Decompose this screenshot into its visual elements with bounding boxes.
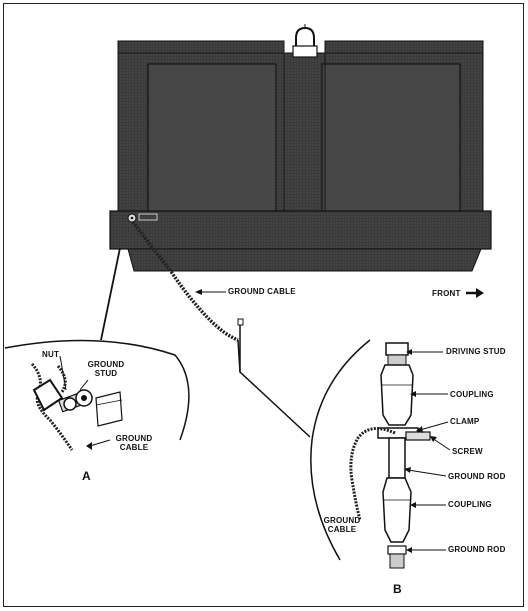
label-ground-cable-main: GROUND CABLE — [228, 287, 296, 296]
label-coupling-upper: COUPLING — [450, 390, 494, 399]
label-ground-stud: GROUND STUD — [87, 360, 125, 378]
lifting-eye — [292, 24, 318, 58]
label-ground-cable-b: GROUND CABLE — [323, 516, 361, 534]
label-ground-rod-lower: GROUND ROD — [448, 545, 506, 554]
label-view-b: B — [393, 582, 402, 596]
detail-b — [310, 339, 451, 569]
front-arrow — [466, 288, 484, 298]
detail-a — [4, 339, 190, 451]
label-ground-cable-a: GROUND CABLE — [115, 434, 153, 452]
label-view-a: A — [82, 469, 91, 483]
label-front: FRONT — [432, 289, 461, 298]
generator-housing — [109, 40, 492, 272]
ground-cable-main — [131, 220, 311, 438]
label-driving-stud: DRIVING STUD — [446, 347, 506, 356]
label-screw: SCREW — [452, 447, 483, 456]
label-ground-rod-upper: GROUND ROD — [448, 472, 506, 481]
label-clamp: CLAMP — [450, 417, 480, 426]
figure-border — [3, 3, 524, 607]
label-nut: NUT — [42, 350, 60, 359]
label-coupling-lower: COUPLING — [448, 500, 492, 509]
callout-leader-a — [100, 247, 121, 341]
